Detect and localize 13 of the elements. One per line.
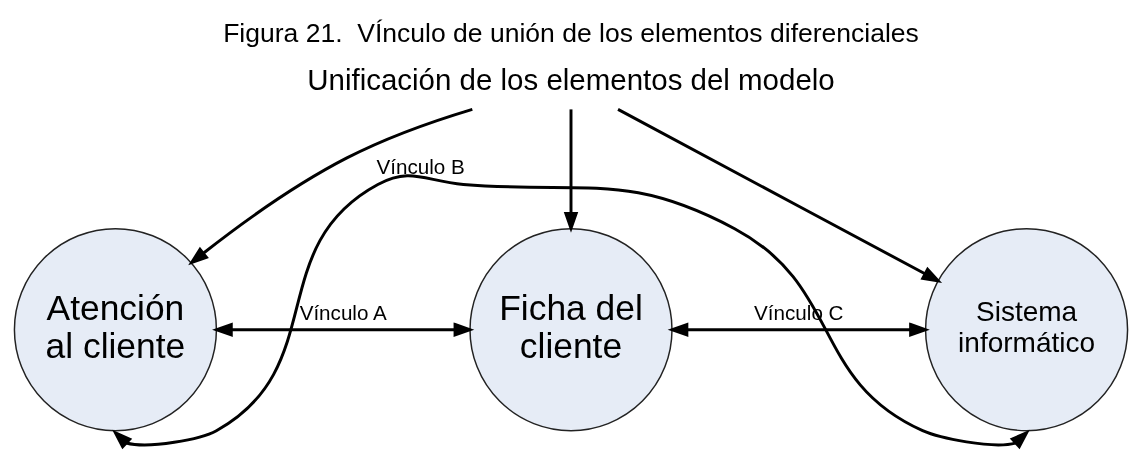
arrow <box>667 321 930 337</box>
arrow <box>212 321 475 337</box>
edge-label: Vínculo A <box>299 300 387 324</box>
node-circle: Ficha del cliente <box>469 227 673 431</box>
diagram-title: Figura 21. VÍnculo de unión de los elementos diferenciales <box>223 17 919 48</box>
arrow <box>188 107 473 265</box>
arrow <box>563 108 579 233</box>
node-circle: Sistema informático <box>924 227 1129 431</box>
node-text: Unificación de los elementos del modelo <box>307 62 835 96</box>
edge-label: Vínculo B <box>376 154 465 178</box>
node-circle: Atención al cliente <box>13 227 218 431</box>
arrow <box>617 107 943 283</box>
arrow <box>112 173 1030 449</box>
